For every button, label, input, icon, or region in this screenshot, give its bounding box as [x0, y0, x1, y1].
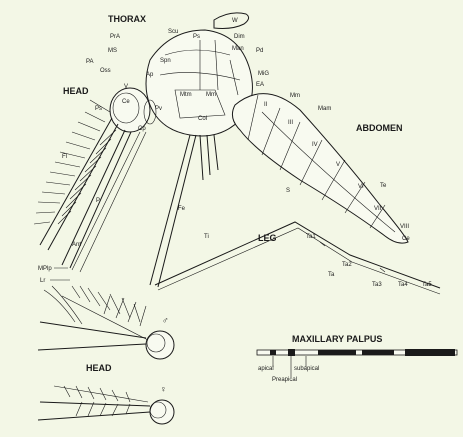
label-ea: EA [256, 82, 264, 88]
label-mplp: MPlp [38, 266, 52, 272]
label-ta5: Ta5 [422, 282, 432, 288]
male-symbol: ♂ [162, 315, 169, 325]
label-mm2: Mm [206, 92, 216, 98]
label-ms: MS [108, 48, 117, 54]
proboscis-and-palps [62, 130, 146, 272]
palpus-apical: apical [258, 366, 274, 372]
label-ce: Ce [122, 99, 130, 105]
label-lr: Lr [40, 278, 45, 284]
label-thorax: THORAX [108, 14, 146, 24]
label-s: S [286, 188, 290, 194]
label-scu: Scu [168, 29, 178, 35]
label-fl: Fl [62, 154, 67, 160]
label-pd: Pd [256, 48, 263, 54]
label-dm: Dim [234, 34, 245, 40]
female-symbol: ♀ [160, 384, 167, 394]
palpus-subapical: subapical [294, 366, 319, 372]
label-ta1: Ta1 [306, 234, 316, 240]
label-ce2: Ce [402, 236, 410, 242]
label-mam: Mam [318, 106, 331, 112]
label-ant: Ant [72, 242, 81, 248]
label-ti: Ti [204, 234, 209, 240]
label-viii: VIII [400, 224, 409, 230]
label-pv: Pv [155, 106, 162, 112]
label-iv: IV [312, 142, 318, 148]
label-mtm: Mtm [180, 92, 192, 98]
label-ta3: Ta3 [372, 282, 382, 288]
label-cp: Cp [138, 126, 146, 132]
label-abdomen: ABDOMEN [356, 123, 403, 133]
label-vi: VI [358, 184, 364, 190]
palpus-title: MAXILLARY PALPUS [292, 334, 382, 344]
label-pra: PrA [110, 34, 120, 40]
label-ii: II [264, 102, 268, 108]
label-mm: Mm [290, 93, 300, 99]
palpus-bar [257, 349, 457, 356]
label-ta: Ta [328, 272, 335, 278]
label-iii: III [288, 120, 293, 126]
label-ap: Ap [146, 72, 154, 78]
label-man: Man [232, 46, 244, 52]
label-w: W [232, 18, 238, 24]
palpus-preapical: Preapical [272, 377, 297, 383]
label-ta2: Ta2 [342, 262, 352, 268]
label-v: V [124, 84, 128, 90]
label-p: P [96, 198, 100, 204]
antenna [34, 100, 118, 250]
abdomen [232, 94, 408, 244]
label-fe: Fe [178, 206, 186, 212]
label-vii: VII [374, 206, 382, 212]
female-head [38, 386, 174, 424]
label-mg: MiG [258, 71, 269, 77]
label-pa: PA [86, 59, 94, 65]
label-coi: Coi [198, 116, 207, 122]
male-head [38, 286, 174, 359]
label-ta4: Ta4 [398, 282, 408, 288]
label-os: Oss [100, 68, 111, 74]
label-psb: Ps [193, 34, 200, 40]
label-spn: Spn [160, 58, 171, 64]
label-head: HEAD [63, 86, 89, 96]
label-ps: Ps [95, 106, 102, 112]
label-head-lower: HEAD [86, 363, 112, 373]
label-te: Te [380, 183, 387, 189]
label-vv: V [336, 162, 340, 168]
